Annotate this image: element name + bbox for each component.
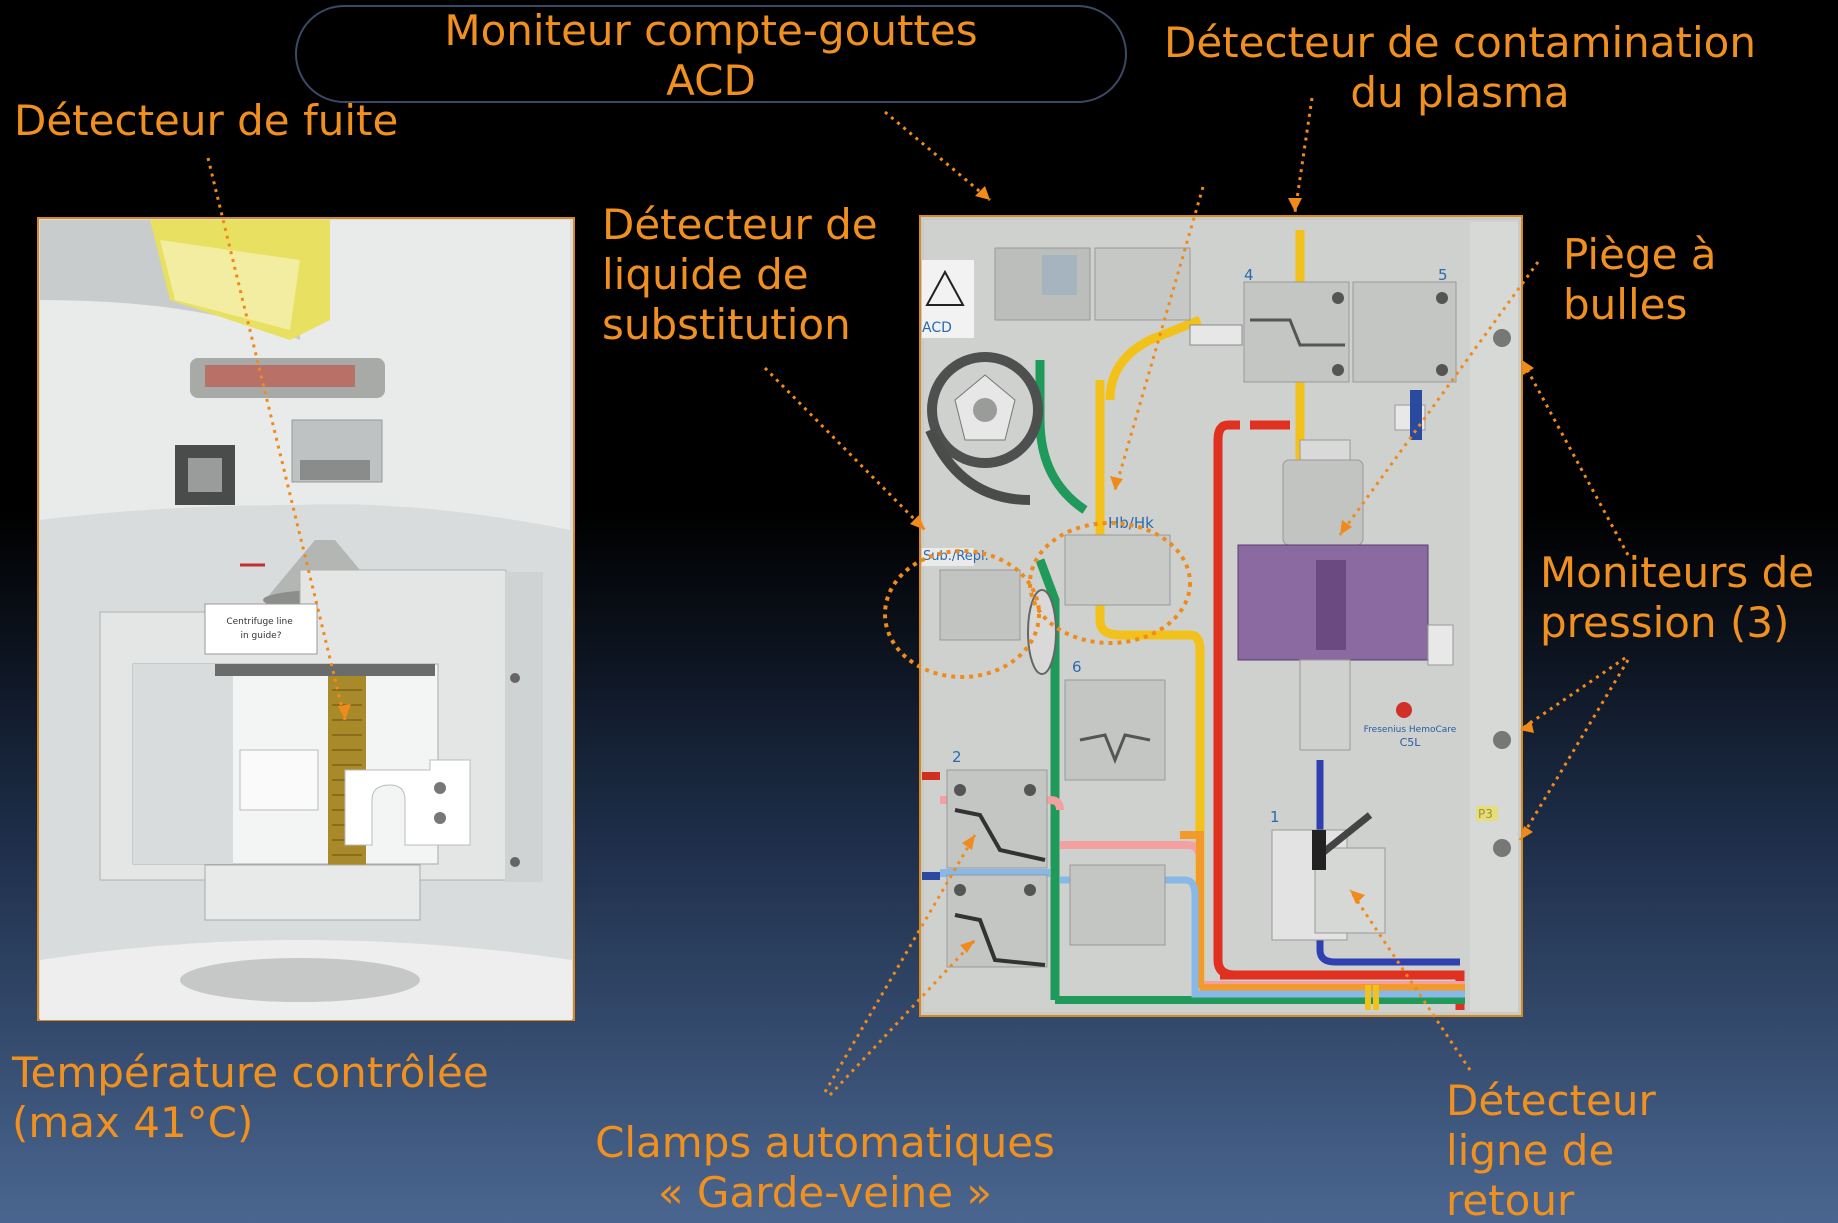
- arrow-substitution: [763, 366, 927, 532]
- label-return-line: Détecteur ligne de retour: [1446, 1076, 1656, 1223]
- c5l-logo: C5L: [1400, 736, 1422, 749]
- label-temperature: Température contrôlée (max 41°C): [12, 1048, 489, 1147]
- acd-sticker: ACD: [922, 320, 952, 336]
- clamp-number-2: 2: [952, 748, 962, 766]
- label-clamps: Clamps automatiques « Garde-veine »: [595, 1118, 1055, 1217]
- fresenius-logo: Fresenius HemoCare: [1364, 725, 1457, 735]
- label-plasma-contamination: Détecteur de contamination du plasma: [1164, 18, 1756, 117]
- arrow-pressure-2: [1519, 656, 1626, 732]
- arrow-clamp-2: [828, 938, 977, 1097]
- arrow-plasma-contamination: [1293, 97, 1314, 213]
- arrow-acd-monitor: [884, 110, 991, 202]
- arrow-pressure-1: [1520, 359, 1630, 556]
- hbhk-highlight-circle: [1028, 521, 1192, 645]
- acd-monitor-oval: [295, 5, 1127, 103]
- clamp-number-1: 1: [1270, 808, 1280, 826]
- label-bubble-trap: Piège à bulles: [1563, 230, 1717, 329]
- label-substitution-detector: Détecteur de liquide de substitution: [602, 200, 878, 349]
- arrow-bubble-trap: [1338, 261, 1540, 536]
- arrow-heads: [338, 186, 1534, 953]
- clamp-number-6: 6: [1072, 658, 1082, 676]
- arrow-leak-detector: [206, 157, 347, 721]
- subrepl-highlight-circle: [883, 549, 1041, 679]
- label-acd-monitor: Moniteur compte-gouttes ACD: [444, 6, 978, 105]
- clamp-number-4: 4: [1244, 266, 1254, 284]
- label-pressure-monitors: Moniteurs de pression (3): [1540, 548, 1815, 647]
- callout-arrows: [206, 97, 1630, 1097]
- centrifuge-photo: Centrifuge line in guide?: [37, 217, 575, 1021]
- clamp-number-5: 5: [1438, 266, 1448, 284]
- centrifuge-sticker: Centrifuge line in guide?: [226, 617, 295, 641]
- sticker-line-1: Centrifuge line: [226, 617, 293, 627]
- machine-panel-photo: ACD 4 5 P3: [919, 215, 1523, 1017]
- label-leak-detector: Détecteur de fuite: [14, 96, 399, 145]
- arrow-clamp-1: [823, 834, 977, 1093]
- arrow-pressure-3: [1518, 659, 1630, 841]
- sticker-line-2: in guide?: [240, 631, 281, 641]
